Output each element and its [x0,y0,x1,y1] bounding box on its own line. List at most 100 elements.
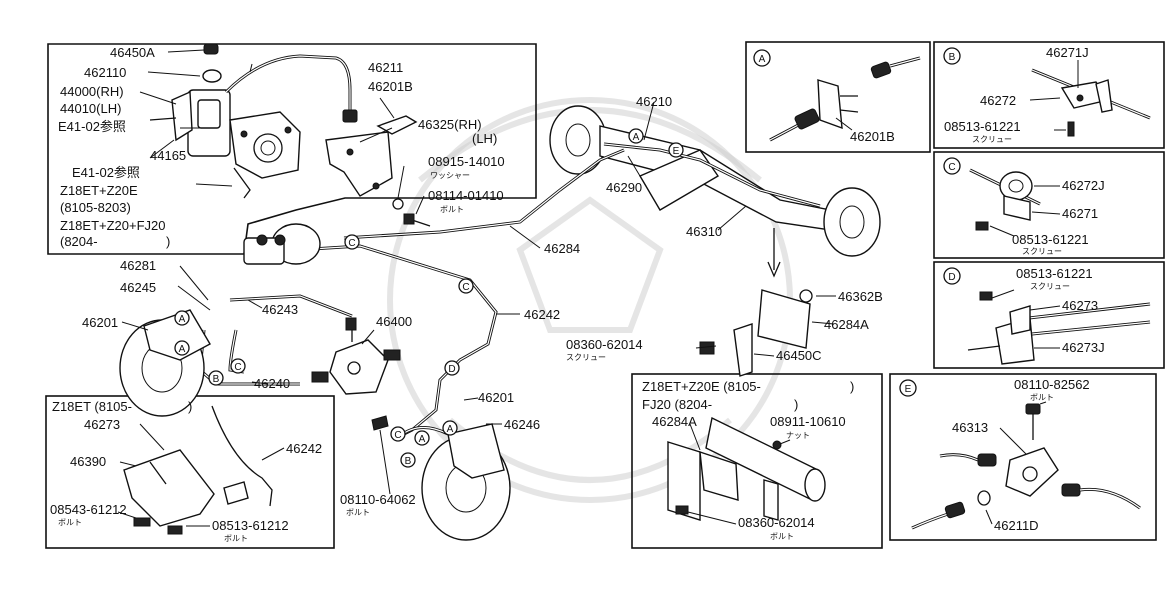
label-46201b: 46201B [368,79,413,94]
label-bolt-e: ボルト [1030,393,1054,402]
label-462110: 462110 [84,65,126,80]
label-date-range-2: (8204- [60,234,98,249]
label-46201b-a: 46201B [850,129,895,144]
label-46240: 46240 [254,376,290,391]
marker-d-box: D [943,267,961,285]
label-46313: 46313 [952,420,988,435]
label-46245: 46245 [120,280,156,295]
inset-title-z18et-close: ) [188,399,192,414]
svg-text:A: A [419,434,426,445]
label-bolt-2: ボルト [346,508,370,517]
label-bolt-inset-2: ボルト [224,534,248,543]
marker-c: C [230,358,246,374]
label-08911-10610: 08911-10610 [770,414,846,429]
label-bolt-1: ボルト [440,205,464,214]
label-z18et-z20-fj20: Z18ET+Z20+FJ20 [60,218,166,233]
marker-a: A [174,310,190,326]
label-46211d: 46211D [994,518,1039,533]
inset-title-z18et-z20e-close: ) [850,379,854,394]
svg-text:B: B [213,374,220,385]
label-46281: 46281 [120,258,156,273]
inset-title-z18et-z20e: Z18ET+Z20E (8105- [642,379,761,394]
svg-text:A: A [447,424,454,435]
label-bolt-inset-3: ボルト [770,532,794,541]
label-46271: 46271 [1062,206,1098,221]
label-08513-61221-d: 08513-61221 [1016,266,1093,281]
label-46211: 46211 [368,60,403,75]
label-e41-ref-b: E41-02参照 [72,165,140,180]
master-cylinder-assembly [149,43,301,199]
label-46284: 46284 [544,241,580,256]
svg-text:C: C [234,362,241,373]
label-screw-b: スクリュー [972,135,1012,144]
marker-a: A [628,128,644,144]
label-46243: 46243 [262,302,298,317]
svg-text:A: A [633,132,640,143]
part-labels: 46450A 462110 44000(RH) 44010(LH) E41-02… [50,45,1105,543]
z18et-z20e-inset-box [631,373,883,549]
label-46242-inset: 46242 [286,441,322,456]
label-washer: ワッシャー [430,171,470,180]
label-46273j: 46273J [1062,340,1105,355]
label-46271j: 46271J [1046,45,1089,60]
label-date-range-1: (8105-8203) [60,200,131,215]
label-date-range-2-close: ) [166,234,170,249]
svg-text:D: D [448,364,455,375]
label-08360-62014-inset: 08360-62014 [738,515,815,530]
marker-b-box: B [943,47,961,65]
label-46284a-inset: 46284A [652,414,697,429]
label-46390: 46390 [70,454,106,469]
marker-c-box: C [943,157,961,175]
svg-text:A: A [179,344,186,355]
label-46325-rh: 46325(RH) [418,117,482,132]
label-08513-61221-b: 08513-61221 [944,119,1021,134]
marker-a-box: A [753,49,771,67]
marker-d: D [444,360,460,376]
label-46201-right: 46201 [478,390,514,405]
marker-a: A [414,430,430,446]
z18et-inset-box [45,395,335,549]
svg-text:D: D [948,272,955,283]
marker-e: E [668,142,684,158]
label-46310: 46310 [686,224,722,239]
label-46325-lh: (LH) [472,131,497,146]
label-46201-left: 46201 [82,315,118,330]
label-46210: 46210 [636,94,672,109]
svg-text:E: E [905,384,912,395]
location-markers: A B C D E A E C C D A A B C C A B A [174,47,961,468]
detail-box-c [933,151,1165,259]
detail-box-b [933,41,1165,149]
detail-box-e [889,373,1157,541]
label-46246: 46246 [504,417,540,432]
label-bolt-inset: ボルト [58,518,82,527]
label-nut: ナット [786,431,810,440]
svg-text:C: C [948,162,955,173]
marker-c: C [458,278,474,294]
label-46284a: 46284A [824,317,869,332]
label-44000: 44000(RH) [60,84,124,99]
inset-title-fj20-close: ) [794,397,798,412]
inset-title-fj20: FJ20 (8204- [642,397,712,412]
label-46273-d: 46273 [1062,298,1098,313]
svg-text:A: A [179,314,186,325]
marker-a: A [442,420,458,436]
label-46400: 46400 [376,314,412,329]
marker-c: C [390,426,406,442]
svg-text:C: C [348,238,355,249]
marker-c: C [344,234,360,250]
label-08114-01410: 08114-01410 [428,188,504,203]
label-46290: 46290 [606,180,642,195]
svg-text:B: B [949,52,956,63]
marker-e-box: E [899,379,917,397]
label-44010: 44010(LH) [60,101,121,116]
marker-a: A [174,340,190,356]
label-screw-c: スクリュー [1022,247,1062,256]
label-44165: 44165 [150,148,186,163]
inset-title-z18et: Z18ET (8105- [52,399,132,414]
label-screw-d: スクリュー [1030,282,1070,291]
master-cylinder-box [47,43,537,255]
label-e41-ref-a: E41-02参照 [58,119,126,134]
label-46450c: 46450C [776,348,822,363]
label-08915-14010: 08915-14010 [428,154,505,169]
